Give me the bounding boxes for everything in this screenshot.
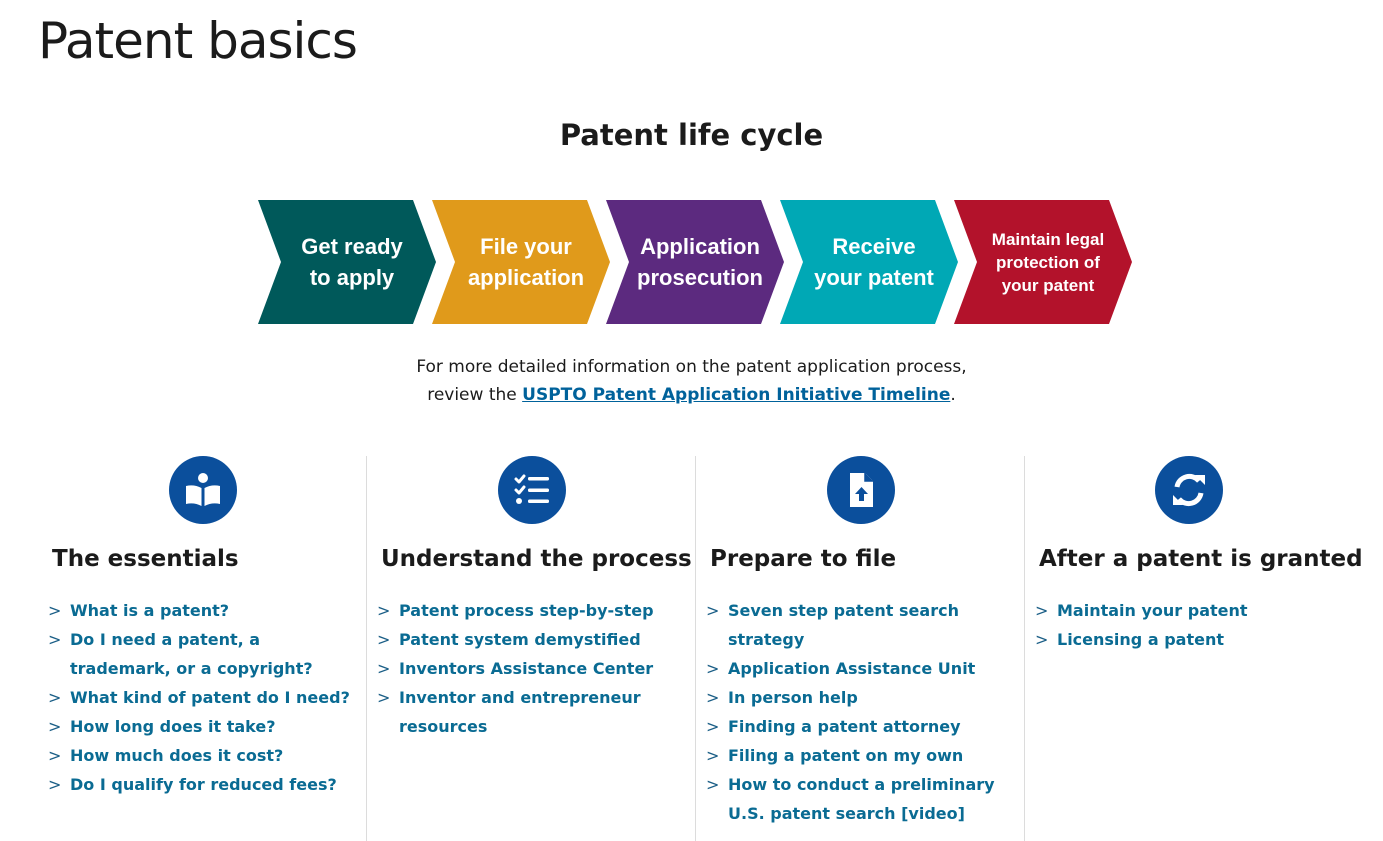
list-item: > What kind of patent do I need? [48, 683, 358, 712]
column-prepare-to-file: Prepare to file > Seven step patent searc… [695, 456, 1025, 841]
info-prefix: review the [427, 385, 523, 405]
caret-right-icon: > [48, 601, 62, 620]
link-maintain-your-patent[interactable]: Maintain your patent [1057, 601, 1248, 620]
lifecycle-step-label: Get ready to apply [301, 234, 403, 290]
list-item: > How long does it take? [48, 712, 358, 741]
chevron-step-3 [606, 200, 784, 324]
prepare-link-list: > Seven step patent search strategy > Appl… [706, 596, 1016, 828]
chevron-step-4 [780, 200, 958, 324]
list-item: > Filing a patent on my own [706, 741, 1016, 770]
list-item: > How much does it cost? [48, 741, 358, 770]
caret-right-icon: > [377, 659, 391, 678]
caret-right-icon: > [706, 746, 720, 765]
list-item: > Licensing a patent [1035, 625, 1345, 654]
link-seven-step-search[interactable]: Seven step patent search strategy [728, 601, 959, 649]
link-filing-on-my-own[interactable]: Filing a patent on my own [728, 746, 964, 765]
checklist-icon [497, 456, 566, 524]
after-granted-link-list: > Maintain your patent > Licensing a paten… [1035, 596, 1345, 654]
lifecycle-step-label: File your application [467, 234, 585, 290]
link-entrepreneur-resources[interactable]: Inventor and entrepreneur resources [399, 688, 641, 736]
caret-right-icon: > [48, 775, 62, 794]
caret-right-icon: > [48, 746, 62, 765]
info-line-2: review the USPTO Patent Application Init… [0, 381, 1383, 409]
link-what-kind-of-patent[interactable]: What kind of patent do I need? [70, 688, 350, 707]
link-licensing-a-patent[interactable]: Licensing a patent [1057, 630, 1224, 649]
link-preliminary-search-video[interactable]: How to conduct a preliminary U.S. patent… [728, 775, 995, 823]
book-reader-icon [168, 456, 237, 524]
list-item: > Maintain your patent [1035, 596, 1345, 625]
lifecycle-step-label: Application prosecution [637, 234, 763, 290]
lifecycle-step-label: Receive your patent [814, 234, 934, 290]
column-essentials: The essentials > What is a patent? > Do I … [38, 456, 367, 841]
caret-right-icon: > [706, 601, 720, 620]
lifecycle-title: Patent life cycle [559, 118, 824, 152]
process-link-list: > Patent process step-by-step > Patent sys… [377, 596, 687, 741]
caret-right-icon: > [377, 688, 391, 707]
list-item: > Do I qualify for reduced fees? [48, 770, 358, 799]
link-what-is-a-patent[interactable]: What is a patent? [70, 601, 230, 620]
list-item: > Finding a patent attorney [706, 712, 1016, 741]
lifecycle-step-label: Maintain legal protection of your patent [991, 229, 1105, 295]
lifecycle-step-maintain: Maintain legal protection of your patent [954, 200, 1132, 324]
lifecycle-chevron-shapes [258, 200, 1132, 324]
list-item: > Patent system demystified [377, 625, 687, 654]
link-demystified[interactable]: Patent system demystified [399, 630, 641, 649]
refresh-icon [1155, 456, 1223, 524]
caret-right-icon: > [377, 601, 391, 620]
link-patent-attorney[interactable]: Finding a patent attorney [728, 717, 961, 736]
caret-right-icon: > [48, 630, 62, 649]
column-heading: Understand the process [381, 546, 692, 572]
page-title: Patent basics [38, 12, 358, 70]
column-understand-process: Understand the process > Patent process s… [366, 456, 696, 841]
lifecycle-step-receive: Receive your patent [780, 200, 958, 324]
caret-right-icon: > [706, 717, 720, 736]
link-inventors-assistance-center[interactable]: Inventors Assistance Center [399, 659, 654, 678]
caret-right-icon: > [48, 717, 62, 736]
list-item: > Seven step patent search strategy [706, 596, 1016, 654]
file-upload-icon [826, 456, 895, 524]
info-suffix: . [950, 385, 956, 405]
lifecycle-step-file: File your application [432, 200, 610, 324]
caret-right-icon: > [706, 775, 720, 794]
column-after-granted: After a patent is granted > Maintain your… [1024, 456, 1383, 841]
list-item: > Inventor and entrepreneur resources [377, 683, 687, 741]
link-how-much-cost[interactable]: How much does it cost? [70, 746, 284, 765]
caret-right-icon: > [1035, 601, 1049, 620]
list-item: > Patent process step-by-step [377, 596, 687, 625]
list-item: > Application Assistance Unit [706, 654, 1016, 683]
link-in-person-help[interactable]: In person help [728, 688, 858, 707]
link-application-assistance-unit[interactable]: Application Assistance Unit [728, 659, 976, 678]
link-reduced-fees[interactable]: Do I qualify for reduced fees? [70, 775, 337, 794]
link-how-long[interactable]: How long does it take? [70, 717, 276, 736]
list-item: > What is a patent? [48, 596, 358, 625]
chevron-step-1 [258, 200, 436, 324]
list-item: > Inventors Assistance Center [377, 654, 687, 683]
column-heading: After a patent is granted [1039, 546, 1363, 572]
list-item: > In person help [706, 683, 1016, 712]
lifecycle-info-text: For more detailed information on the pat… [0, 353, 1383, 409]
caret-right-icon: > [706, 659, 720, 678]
column-heading: Prepare to file [710, 546, 897, 572]
info-line-1: For more detailed information on the pat… [416, 357, 967, 377]
link-patent-trademark-copyright[interactable]: Do I need a patent, a trademark, or a co… [70, 630, 313, 678]
lifecycle-step-get-ready: Get ready to apply [258, 200, 436, 324]
patent-lifecycle-diagram: Get ready to apply File your application… [258, 200, 1133, 324]
column-heading: The essentials [52, 546, 239, 572]
lifecycle-step-prosecution: Application prosecution [606, 200, 784, 324]
list-item: > Do I need a patent, a trademark, or a c… [48, 625, 358, 683]
caret-right-icon: > [1035, 630, 1049, 649]
essentials-link-list: > What is a patent? > Do I need a patent, … [48, 596, 358, 799]
caret-right-icon: > [706, 688, 720, 707]
chevron-step-2 [432, 200, 610, 324]
link-step-by-step[interactable]: Patent process step-by-step [399, 601, 654, 620]
timeline-link[interactable]: USPTO Patent Application Initiative Time… [522, 385, 951, 405]
chevron-step-5 [954, 200, 1132, 324]
list-item: > How to conduct a preliminary U.S. paten… [706, 770, 1016, 828]
caret-right-icon: > [48, 688, 62, 707]
caret-right-icon: > [377, 630, 391, 649]
